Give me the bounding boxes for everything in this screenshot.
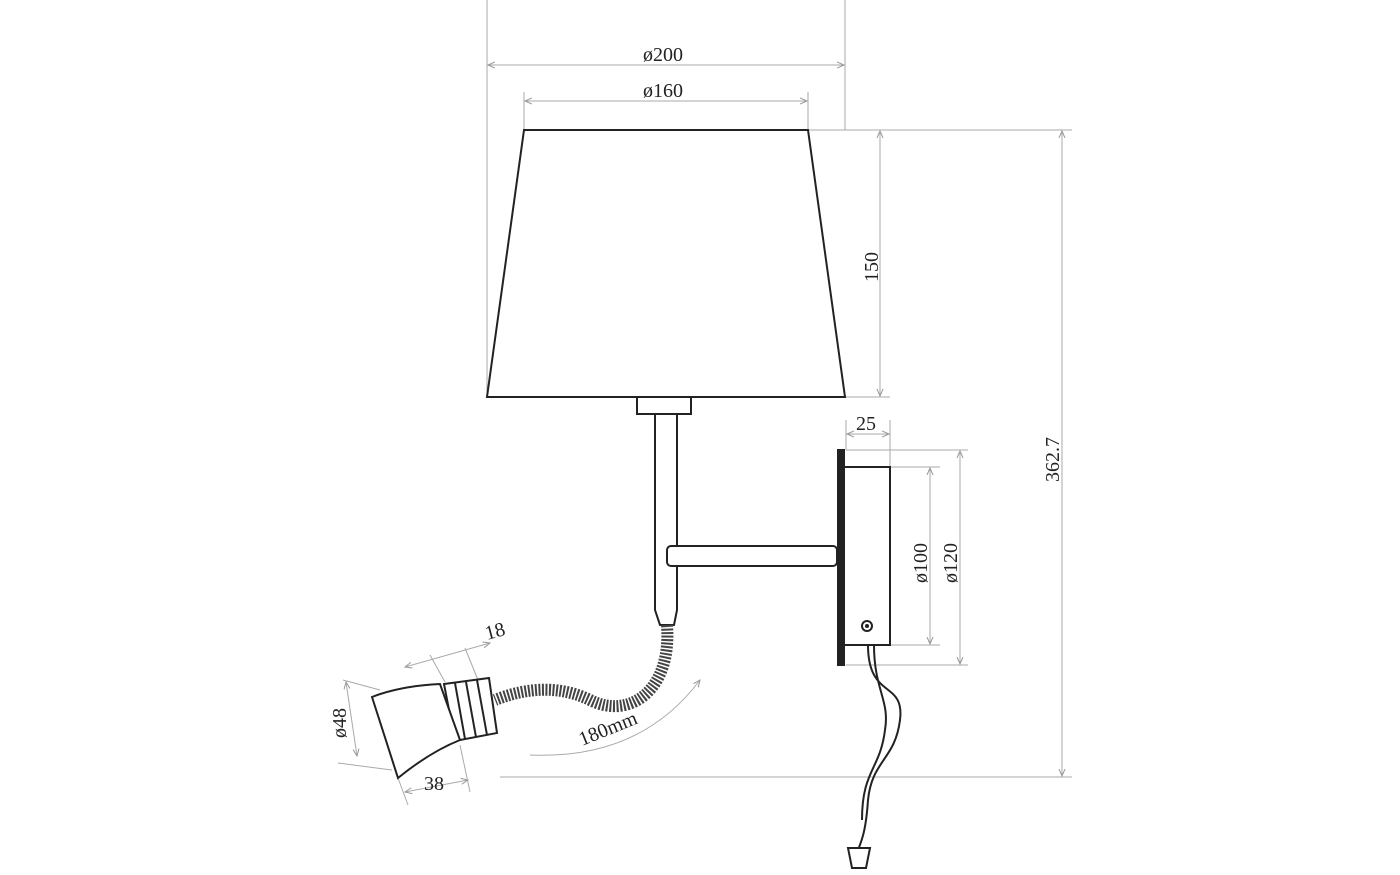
gooseneck [492, 624, 674, 713]
plug [846, 847, 872, 869]
label-base-outer-diameter: ø120 [940, 543, 962, 583]
lamp-stem [654, 413, 678, 626]
lamp-arm [666, 545, 838, 567]
label-shade-height: 150 [861, 252, 883, 282]
label-gooseneck-length: 180mm [576, 707, 641, 750]
base-box [843, 466, 891, 646]
shade-socket [636, 396, 692, 415]
label-shade-top-diameter: ø160 [643, 80, 683, 102]
label-base-inner-diameter: ø100 [910, 543, 932, 583]
extension-lines [486, 0, 1072, 778]
spot-head [370, 682, 462, 780]
label-fin-width: 18 [483, 618, 508, 644]
power-cord [857, 644, 902, 851]
label-head-diameter: ø48 [329, 708, 351, 738]
dimension-lines [337, 65, 1062, 806]
label-total-height: 362.7 [1042, 437, 1064, 482]
label-shade-bottom-diameter: ø200 [643, 44, 683, 66]
lamp-shade [485, 129, 847, 398]
label-base-depth: 25 [856, 413, 876, 435]
label-head-length: 38 [424, 773, 444, 795]
